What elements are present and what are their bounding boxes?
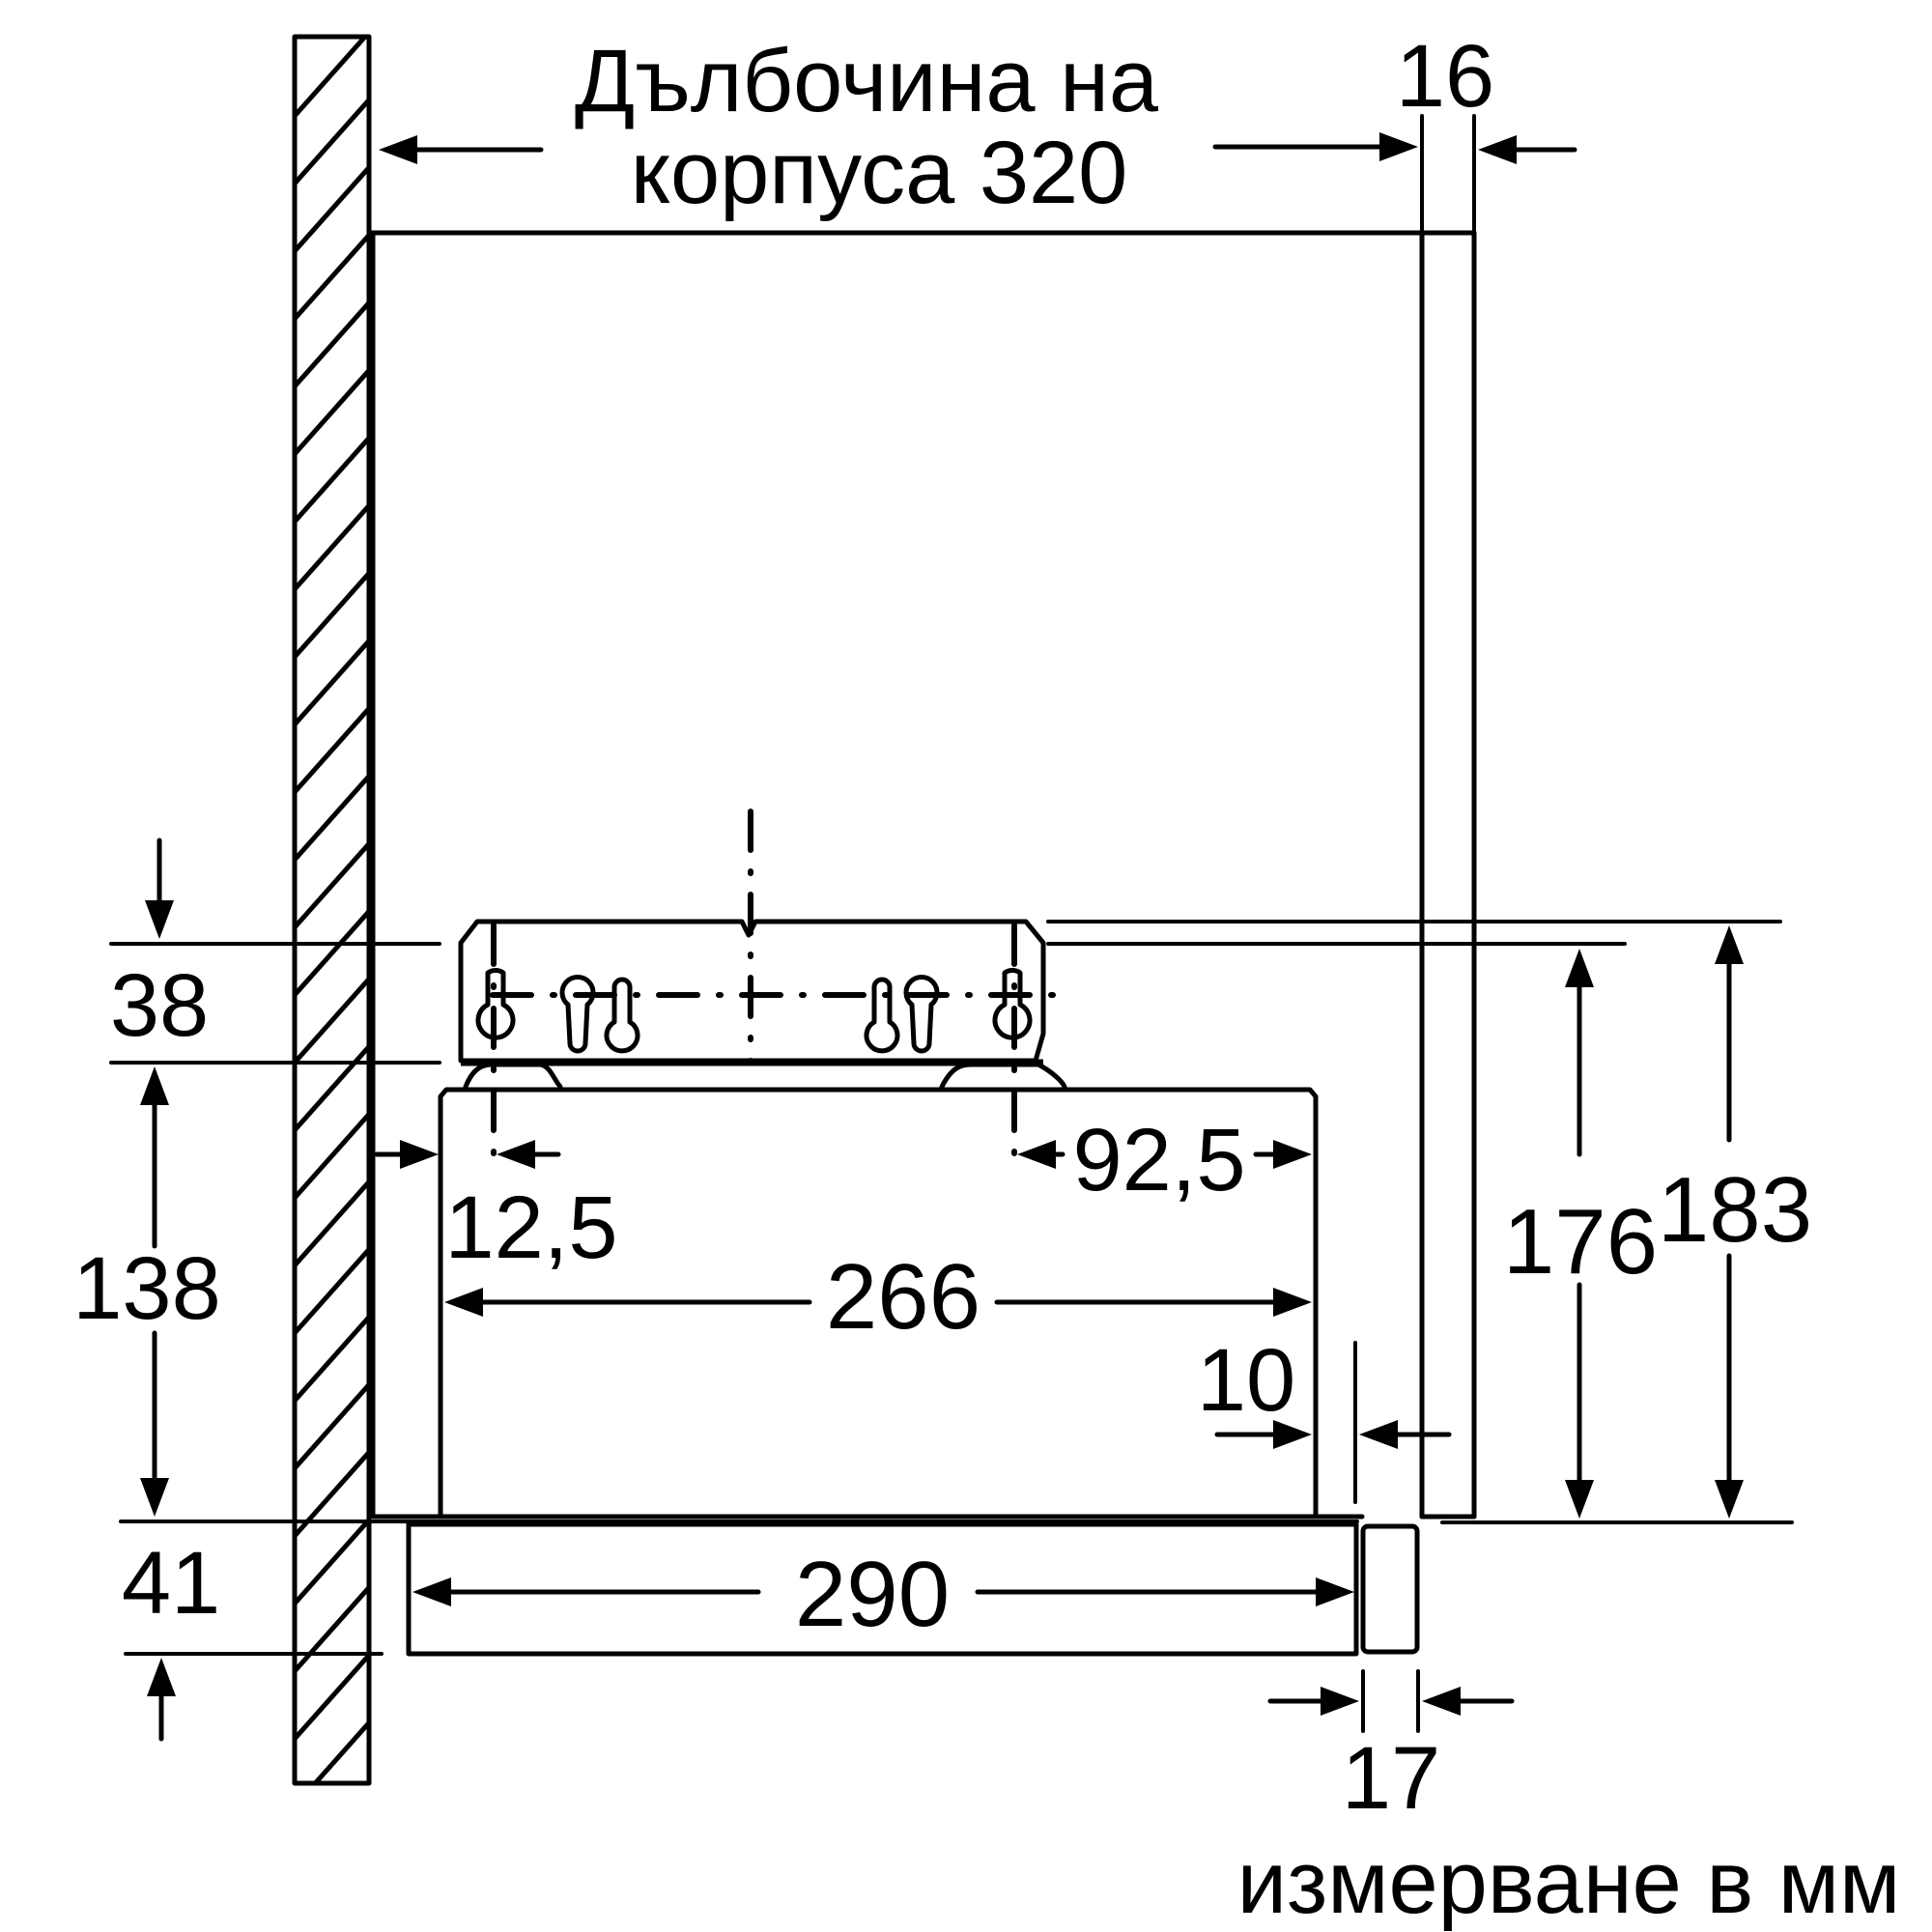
dimension-bracket-offset	[374, 1140, 561, 1169]
handle	[1360, 1523, 1420, 1655]
wall-cabinet	[368, 230, 1477, 1520]
keyhole-slots	[475, 968, 1033, 1054]
dimension-cabinet-depth	[379, 132, 1418, 164]
dimension-right-heights	[1046, 920, 1794, 1524]
label-bracket-to-front: 92,5	[1072, 1111, 1245, 1209]
label-cabinet-depth-line2: корпуса 320	[631, 124, 1128, 222]
label-height-to-bracket-top: 183	[1658, 1158, 1812, 1262]
label-unit-note: измерване в мм	[1237, 1833, 1901, 1932]
dimension-extended-depth	[412, 1577, 1354, 1606]
dimension-hood-depth	[444, 1288, 1312, 1317]
dimension-left-heights	[109, 838, 1359, 1742]
mounting-bracket	[458, 809, 1067, 1177]
label-bracket-height: 38	[110, 956, 209, 1055]
label-hood-depth: 266	[826, 1245, 980, 1349]
label-height-to-bracket-holes: 176	[1503, 1190, 1658, 1293]
label-handle-thickness: 17	[1342, 1729, 1440, 1828]
dimension-door-thickness	[1420, 114, 1577, 232]
label-door-thickness: 16	[1396, 27, 1494, 126]
label-hood-body-height: 138	[72, 1239, 221, 1338]
wall-hatched	[292, 34, 372, 1786]
label-front-strip-height: 41	[122, 1534, 220, 1633]
label-extended-depth: 290	[795, 1543, 950, 1646]
label-front-gap: 10	[1197, 1331, 1295, 1430]
label-bracket-offset: 12,5	[444, 1179, 617, 1277]
label-cabinet-depth-line1: Дълбочина на	[575, 32, 1159, 130]
hood-body	[438, 1087, 1319, 1520]
dimension-front-gap	[1214, 1341, 1452, 1504]
dimension-handle-thickness	[1267, 1669, 1515, 1733]
dimension-bracket-to-front	[1017, 1140, 1312, 1169]
hood-front-strip	[406, 1521, 1420, 1657]
